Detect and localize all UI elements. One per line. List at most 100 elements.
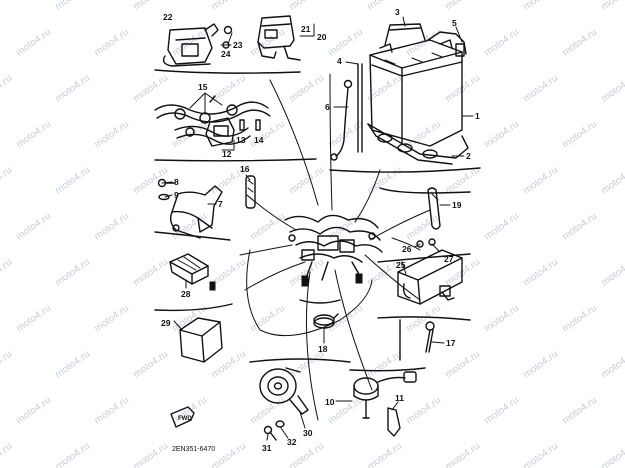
watermark-text: moto4.ru — [443, 73, 482, 105]
watermark-text: moto4.ru — [560, 27, 599, 59]
relay-part — [257, 15, 301, 61]
watermark-text: moto4.ru — [131, 0, 170, 12]
watermark-text: moto4.ru — [131, 441, 170, 468]
horn-bolt-part — [263, 425, 277, 441]
watermark-text: moto4.ru — [92, 27, 131, 59]
watermark-text: moto4.ru — [131, 257, 170, 289]
callout-12: 12 — [222, 149, 232, 159]
relay-nut-washer — [220, 25, 233, 49]
watermark-text: moto4.ru — [560, 211, 599, 243]
watermark-text: moto4.ru — [599, 0, 625, 12]
breather-pipe-part — [357, 63, 363, 153]
harness-band-part — [427, 187, 441, 230]
watermark-text: moto4.ru — [53, 257, 92, 289]
callout-21: 21 — [301, 24, 311, 34]
callout-leaders — [161, 16, 474, 441]
watermark-text: moto4.ru — [0, 0, 14, 12]
callout-23: 23 — [233, 40, 243, 50]
watermark-text: moto4.ru — [404, 303, 443, 335]
watermark-text: moto4.ru — [92, 303, 131, 335]
callout-29: 29 — [161, 318, 171, 328]
watermark-text: moto4.ru — [482, 27, 521, 59]
callout-14: 14 — [254, 135, 264, 145]
watermark-text: moto4.ru — [599, 349, 625, 381]
fwd-label: FWD — [178, 416, 192, 422]
watermark-text: moto4.ru — [599, 73, 625, 105]
watermark-text: moto4.ru — [53, 73, 92, 105]
horn-washer-part — [275, 420, 285, 428]
watermark-text: moto4.ru — [0, 73, 14, 105]
drawing-code: 2EN351-6470 — [172, 446, 215, 453]
callout-10: 10 — [325, 397, 335, 407]
watermark-text: moto4.ru — [482, 211, 521, 243]
callout-9: 9 — [174, 190, 179, 200]
cdi-unit-part — [397, 249, 463, 305]
watermark-text: moto4.ru — [482, 119, 521, 151]
callout-16: 16 — [240, 164, 250, 174]
watermark-text: moto4.ru — [14, 395, 53, 427]
watermark-text: moto4.ru — [326, 119, 365, 151]
watermark-text: moto4.ru — [521, 349, 560, 381]
battery-lead-part — [330, 79, 353, 161]
callout-3: 3 — [395, 7, 400, 17]
battery-band-bracket-part — [427, 31, 467, 57]
watermark-text: moto4.ru — [0, 349, 14, 381]
callout-19: 19 — [452, 200, 462, 210]
watermark-text: moto4.ru — [521, 441, 560, 468]
watermark-text: moto4.ru — [443, 441, 482, 468]
callout-28: 28 — [181, 289, 191, 299]
callout-4: 4 — [337, 56, 342, 66]
watermark-text: moto4.ru — [131, 349, 170, 381]
callout-13: 13 — [236, 135, 246, 145]
horn-part — [259, 367, 309, 415]
watermark-text: moto4.ru — [287, 0, 326, 12]
watermark-text: moto4.ru — [326, 27, 365, 59]
watermark-text: moto4.ru — [599, 257, 625, 289]
callout-7: 7 — [218, 199, 223, 209]
fwd-arrow-icon: FWD — [170, 406, 195, 428]
watermark-text: moto4.ru — [170, 27, 209, 59]
watermark-text: moto4.ru — [521, 257, 560, 289]
watermark-text: moto4.ru — [92, 211, 131, 243]
watermark-text: moto4.ru — [326, 303, 365, 335]
fuse-holder-part — [205, 117, 261, 147]
watermark-text: moto4.ru — [482, 303, 521, 335]
section-dividers — [154, 69, 481, 372]
watermark-text: moto4.ru — [599, 441, 625, 468]
watermark-text: moto4.ru — [248, 27, 287, 59]
watermark-text: moto4.ru — [14, 211, 53, 243]
callout-8: 8 — [174, 177, 179, 187]
callout-31: 31 — [262, 443, 272, 453]
watermark-text: moto4.ru — [521, 73, 560, 105]
watermark-text: moto4.ru — [560, 395, 599, 427]
watermark-text: moto4.ru — [599, 165, 625, 197]
watermark-text: moto4.ru — [521, 0, 560, 12]
watermark-text: moto4.ru — [287, 73, 326, 105]
callout-18: 18 — [318, 344, 328, 354]
watermark-text: moto4.ru — [209, 0, 248, 12]
watermark-text: moto4.ru — [53, 165, 92, 197]
callout-24: 24 — [221, 49, 231, 59]
watermark-text: moto4.ru — [131, 73, 170, 105]
watermark-text: moto4.ru — [0, 257, 14, 289]
callout-11: 11 — [395, 393, 404, 403]
watermark-text: moto4.ru — [14, 119, 53, 151]
callout-1: 1 — [475, 111, 480, 121]
watermark-text: moto4.ru — [14, 303, 53, 335]
callout-25: 25 — [396, 260, 406, 270]
starter-relay-part — [162, 23, 219, 67]
watermark-text: moto4.ru — [560, 303, 599, 335]
callout-2: 2 — [466, 151, 471, 161]
watermark-text: moto4.ru — [53, 349, 92, 381]
callout-17: 17 — [446, 338, 456, 348]
wire-clamp-part — [245, 175, 256, 209]
rear-brake-switch-part — [353, 371, 417, 419]
watermark-text: moto4.ru — [14, 27, 53, 59]
flasher-unit-part — [179, 317, 223, 363]
cable-holder-part — [425, 321, 435, 353]
callout-6: 6 — [325, 102, 330, 112]
watermark-text: moto4.ru — [521, 165, 560, 197]
watermark-text: moto4.ru — [404, 395, 443, 427]
cdi-screw-part — [416, 238, 436, 248]
